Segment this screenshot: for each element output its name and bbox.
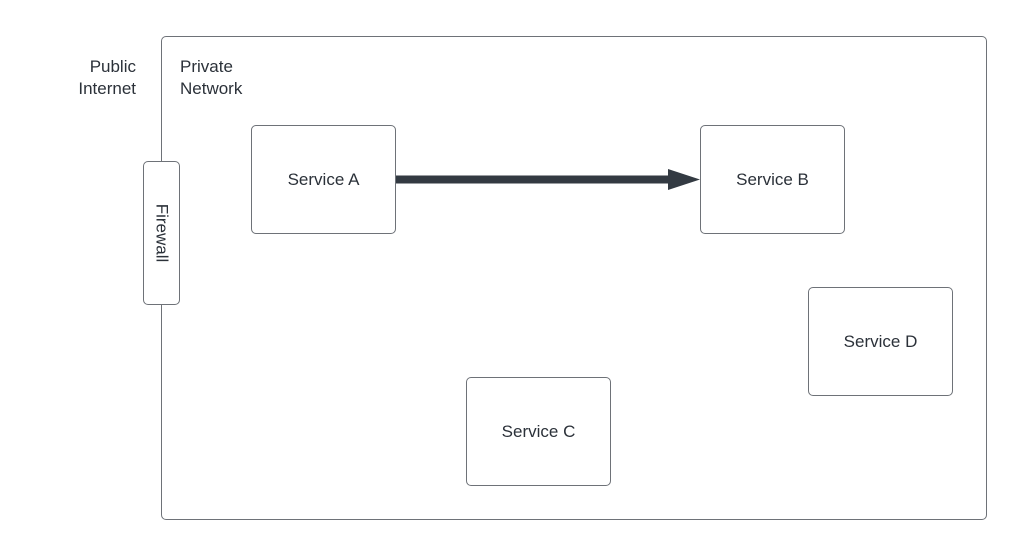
- private-network-label-line2: Network: [180, 79, 243, 98]
- service-b-node[interactable]: Service B: [700, 125, 845, 234]
- private-network-label: Private Network: [180, 56, 242, 100]
- public-internet-label-line2: Internet: [78, 79, 136, 98]
- service-d-node[interactable]: Service D: [808, 287, 953, 396]
- service-a-node[interactable]: Service A: [251, 125, 396, 234]
- firewall-node[interactable]: Firewall: [143, 161, 180, 305]
- firewall-label: Firewall: [152, 203, 172, 263]
- service-c-label: Service C: [501, 421, 576, 441]
- service-c-node[interactable]: Service C: [466, 377, 611, 486]
- public-internet-label-line1: Public: [89, 57, 136, 76]
- service-d-label: Service D: [843, 331, 918, 351]
- private-network-label-line1: Private: [180, 57, 233, 76]
- service-a-label: Service A: [287, 169, 360, 189]
- public-internet-label: Public Internet: [60, 56, 136, 100]
- service-b-label: Service B: [736, 169, 809, 189]
